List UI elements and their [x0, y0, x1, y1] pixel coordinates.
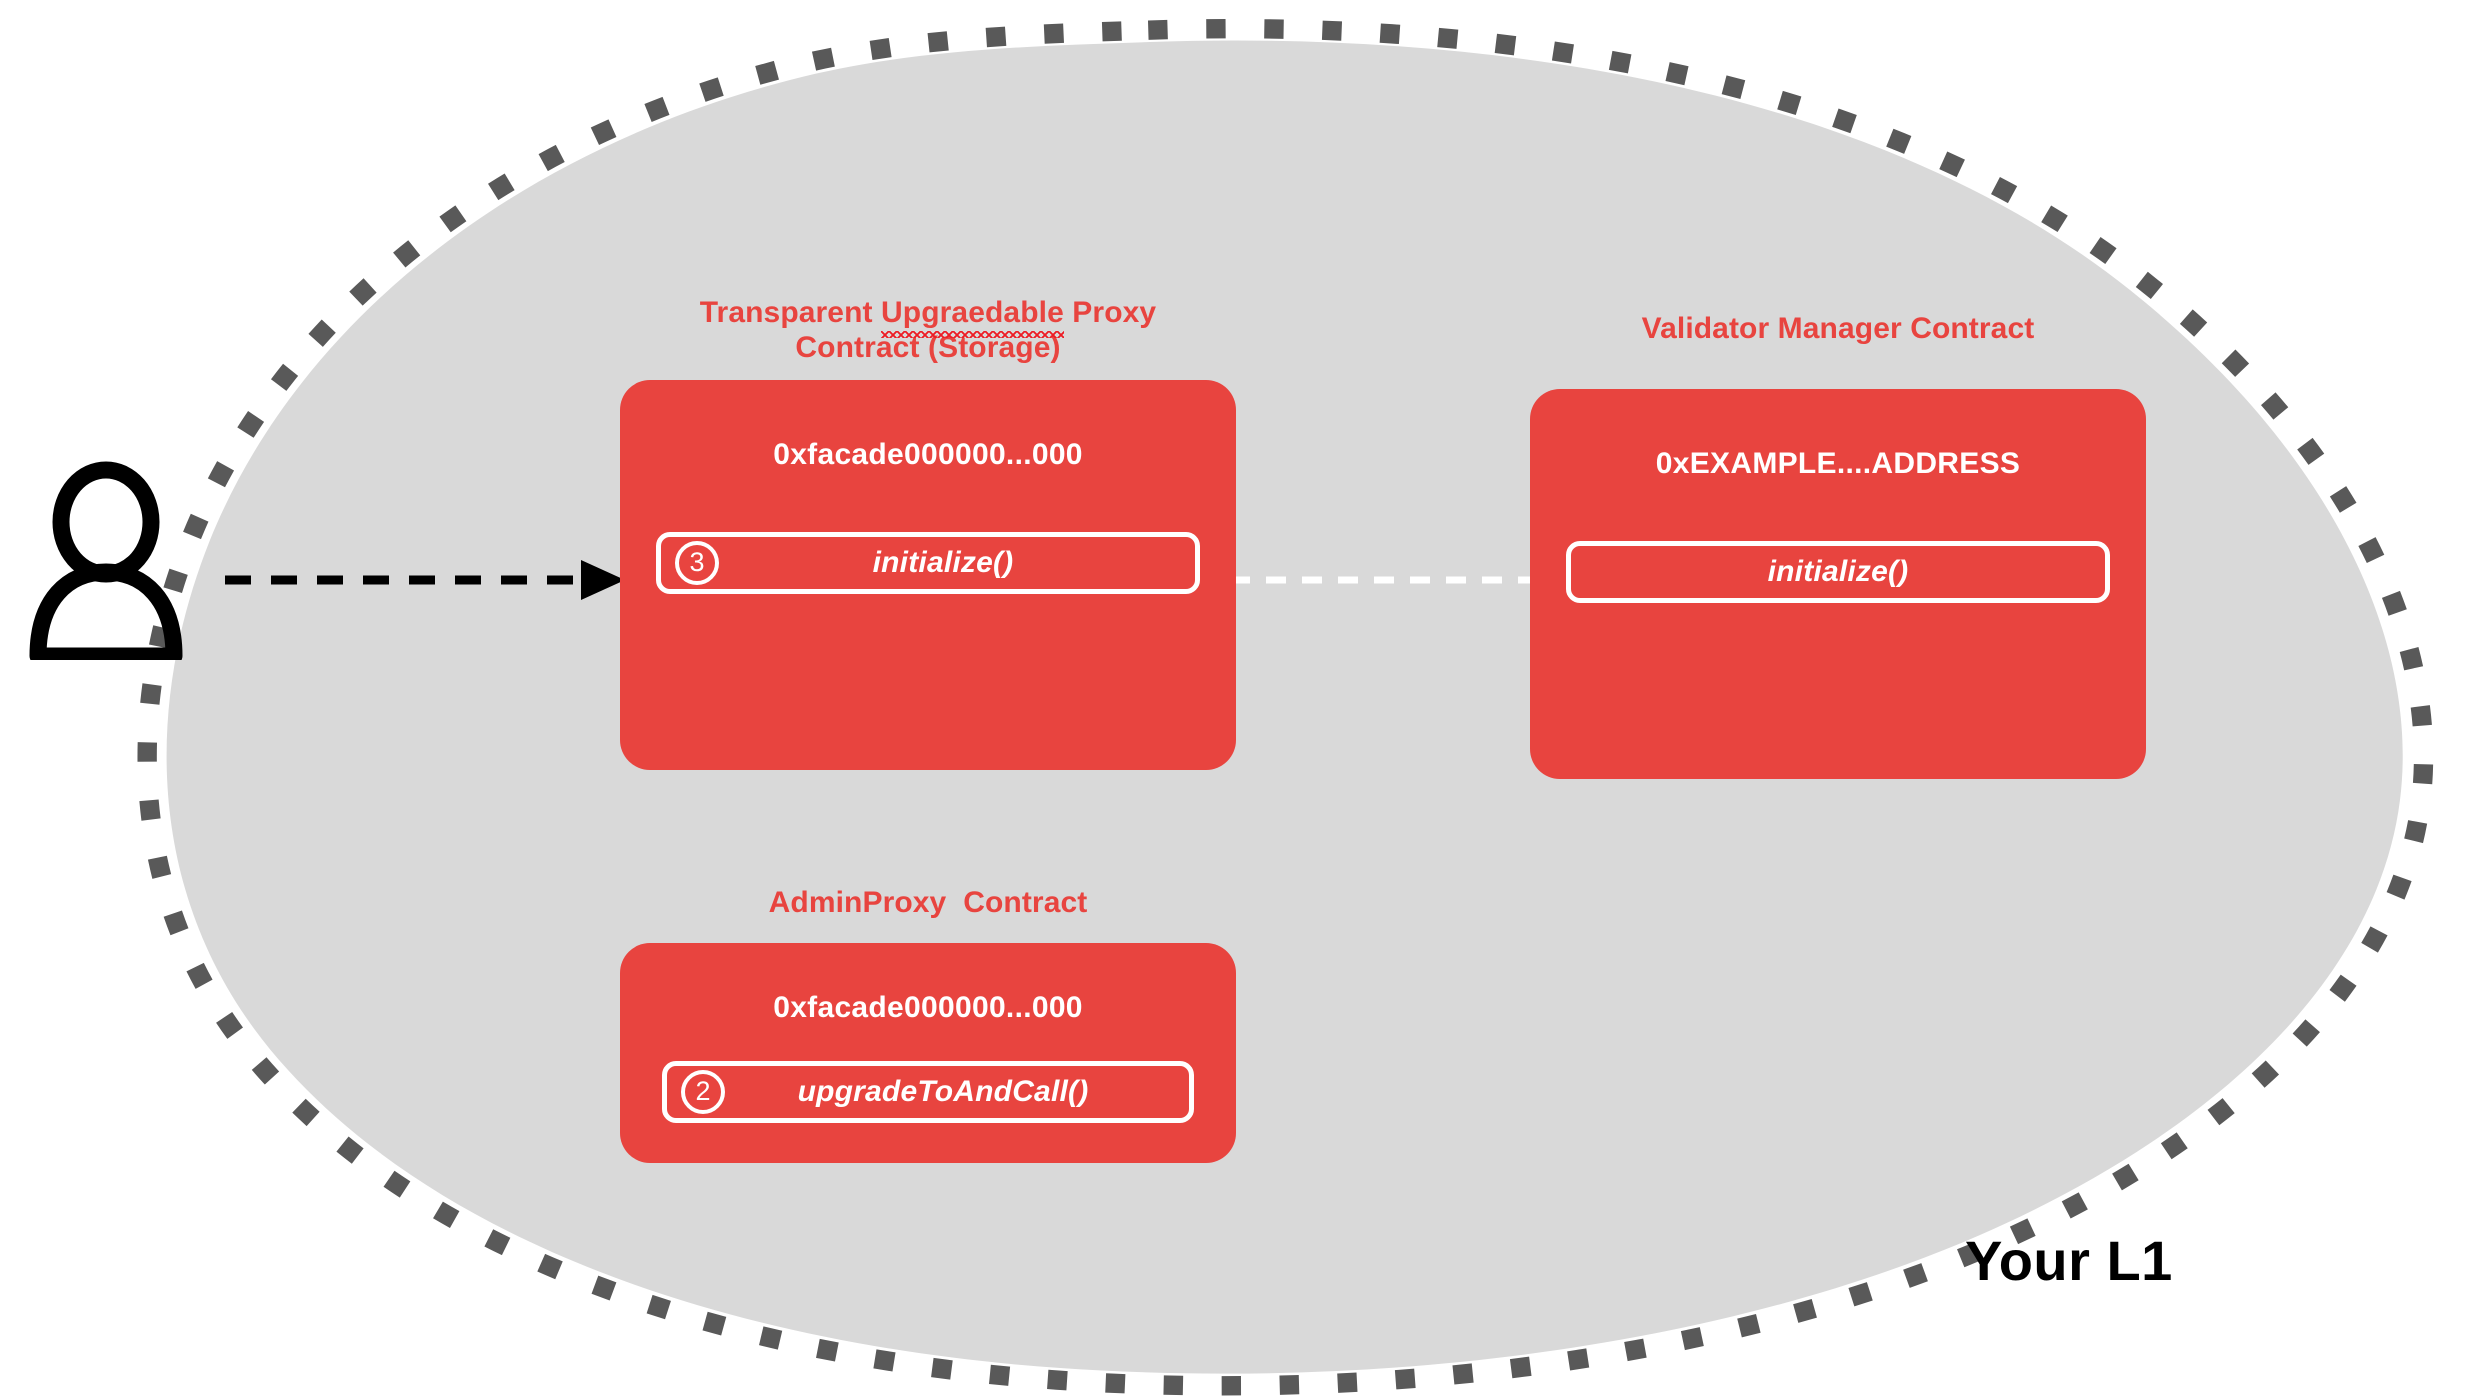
contract-box[interactable]: 0xfacade000000...000 2 upgradeToAndCall(…	[620, 942, 1236, 1163]
function-pill-initialize[interactable]: 3 initialize()	[656, 531, 1200, 594]
contract-admin-proxy: AdminProxy Contract 0xfacade000000...000…	[620, 886, 1236, 1163]
contract-title: Validator Manager Contract	[1641, 312, 2035, 345]
zone-label-your-l1: Your L1	[1965, 1229, 2173, 1292]
step-badge-3: 3	[675, 540, 719, 585]
connector-user-to-proxy	[225, 560, 625, 600]
contract-address: 0xfacade000000...000	[773, 990, 1083, 1024]
function-pill-initialize[interactable]: initialize()	[1566, 540, 2110, 603]
contract-address: 0xEXAMPLE....ADDRESS	[1655, 446, 2021, 480]
function-label: upgradeToAndCall()	[797, 1074, 1089, 1108]
function-pill-upgrade-to-and-call[interactable]: 2 upgradeToAndCall()	[662, 1060, 1194, 1123]
person-icon	[29, 461, 183, 665]
contract-title: AdminProxy Contract	[768, 886, 1088, 919]
contract-validator-manager: Validator Manager Contract 0xEXAMPLE....…	[1530, 312, 2146, 779]
function-label: initialize()	[872, 545, 1014, 579]
contract-box[interactable]: 0xEXAMPLE....ADDRESS initialize()	[1530, 388, 2146, 779]
misspelled-word: Upgraedable	[881, 296, 1064, 338]
contract-box[interactable]: 0xfacade000000...000 3 initialize()	[620, 379, 1236, 770]
contract-address: 0xfacade000000...000	[773, 437, 1083, 471]
user-actor	[28, 460, 218, 665]
step-badge-2: 2	[681, 1069, 725, 1114]
function-label: initialize()	[1767, 554, 1909, 588]
